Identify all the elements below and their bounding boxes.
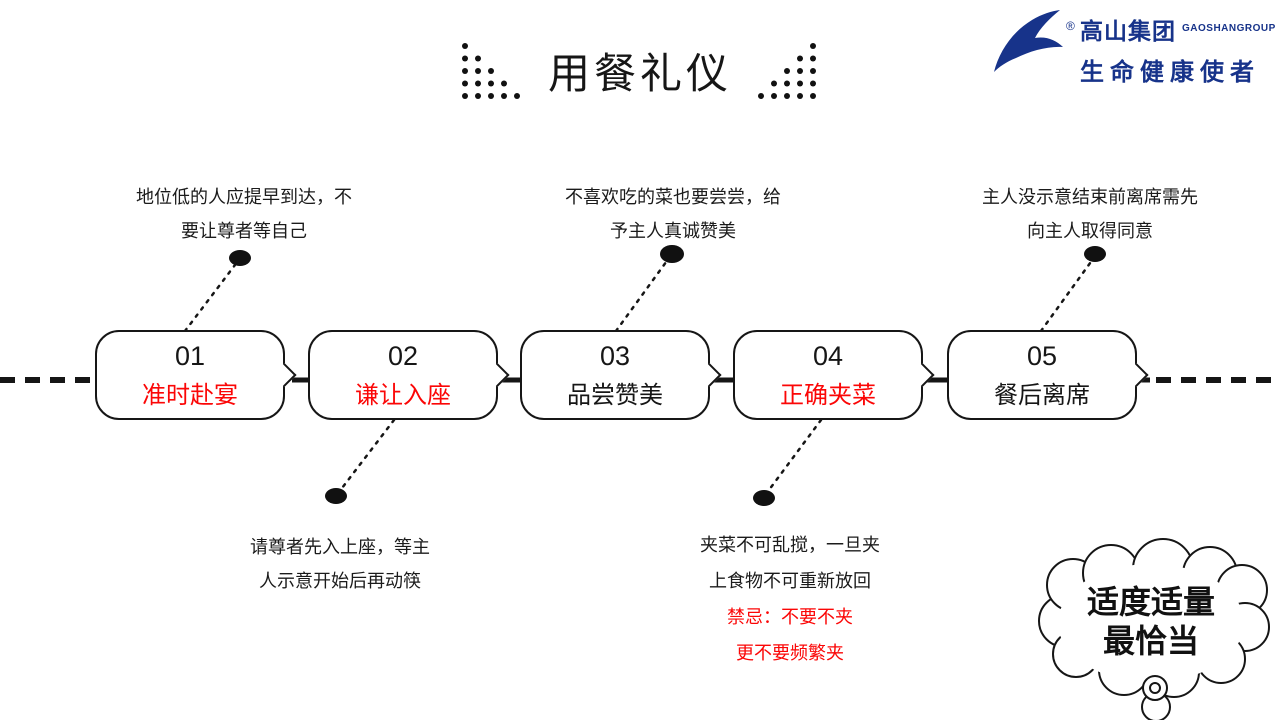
page-title: 用餐礼仪	[547, 50, 732, 97]
logo-company-name: 高山集团	[1080, 18, 1176, 44]
note-below-step2: 请尊者先入上座，等主 人示意开始后再动筷	[170, 530, 510, 598]
connector-line	[292, 377, 1150, 383]
note-line: 不喜欢吃的菜也要尝尝，给	[565, 187, 781, 207]
note-above-step1: 地位低的人应提早到达，不 要让尊者等自己	[74, 180, 414, 248]
step-number: 03	[599, 340, 631, 371]
note-warning-line: 更不要频繁夹	[736, 643, 844, 663]
step-box-4: 04 正确夹菜	[733, 330, 935, 420]
logo: 高山集团 GAOSHANGROUP 生命健康使者	[1080, 12, 1276, 87]
step-label: 谦让入座	[355, 381, 451, 409]
dots-triangle-right-icon	[758, 43, 816, 99]
logo-slogan: 生命健康使者	[1080, 59, 1260, 86]
cloud-tail-bubble	[1142, 675, 1168, 701]
note-line: 予主人真诚赞美	[610, 221, 736, 241]
note-warning-line: 禁忌：不要不夹	[727, 607, 853, 627]
cloud-tail-bubble	[1149, 682, 1161, 694]
step-number: 02	[387, 340, 419, 371]
dotted-connectors	[183, 256, 1095, 496]
step-number: 01	[174, 340, 206, 371]
step-box-2: 02 谦让入座	[308, 330, 510, 420]
dots-triangle-left-icon	[462, 43, 520, 99]
cloud-mask	[1058, 564, 1244, 682]
connector-dots	[229, 245, 1106, 506]
step-box-5: 05 餐后离席	[947, 330, 1149, 420]
note-below-step4: 夹菜不可乱搅，一旦夹 上食物不可重新放回 禁忌：不要不夹 更不要频繁夹	[620, 527, 960, 671]
step-number: 05	[1026, 340, 1058, 371]
cloud-text: 适度适量 最恰当	[1038, 546, 1264, 698]
note-line: 向主人取得同意	[1027, 221, 1153, 241]
note-line: 人示意开始后再动筷	[259, 571, 421, 591]
step-label: 准时赴宴	[142, 381, 238, 409]
note-above-step5: 主人没示意结束前离席需先 向主人取得同意	[920, 180, 1260, 248]
step-box-1: 01 准时赴宴	[95, 330, 297, 420]
step-label: 餐后离席	[994, 381, 1090, 409]
note-line: 上食物不可重新放回	[709, 571, 871, 591]
thought-cloud: 适度适量 最恰当	[1038, 538, 1270, 704]
note-above-step3: 不喜欢吃的菜也要尝尝，给 予主人真诚赞美	[503, 180, 843, 248]
step-number: 04	[812, 340, 844, 371]
note-line: 夹菜不可乱搅，一旦夹	[700, 535, 880, 555]
step-box-3: 03 品尝赞美	[520, 330, 722, 420]
logo-company-name-en: GAOSHANGROUP	[1182, 23, 1276, 34]
cloud-line: 最恰当	[1102, 623, 1199, 659]
note-line: 地位低的人应提早到达，不	[136, 187, 352, 207]
registered-mark: ®	[1066, 19, 1075, 33]
note-line: 请尊者先入上座，等主	[250, 537, 430, 557]
note-line: 主人没示意结束前离席需先	[982, 187, 1198, 207]
cloud-line: 适度适量	[1086, 584, 1215, 620]
step-label: 品尝赞美	[567, 381, 663, 409]
gaoshan-logo-icon: ®	[994, 10, 1075, 72]
step-label: 正确夹菜	[780, 381, 876, 409]
note-line: 要让尊者等自己	[181, 221, 307, 241]
